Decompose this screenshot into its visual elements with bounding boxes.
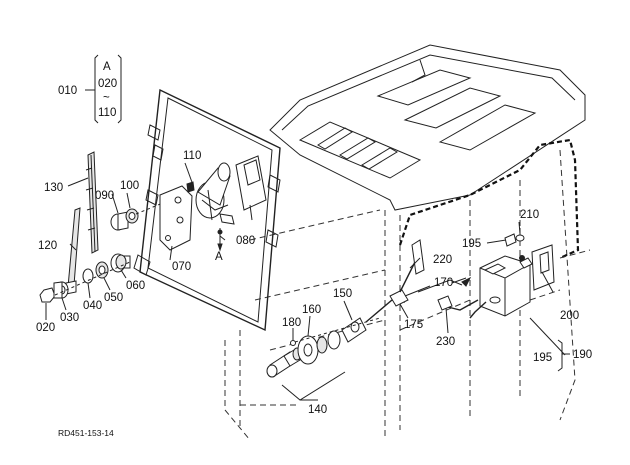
callout-080: 080 [236,235,255,247]
callout-210: 210 [520,209,539,221]
callout-180: 180 [282,317,301,329]
callout-a-top: A [103,61,111,73]
callout-020: 020 [36,322,55,334]
callout-230: 230 [436,336,455,348]
callout-100: 100 [120,180,139,192]
callout-090: 090 [95,190,114,202]
callout-200: 200 [560,310,579,322]
cab-frame [224,44,591,441]
callout-tilde: ~ [103,92,110,104]
callout-175: 175 [404,319,423,331]
callout-110: 110 [183,150,201,162]
arm-hardware [39,253,131,303]
front-window-frame [133,88,281,332]
callout-195: 195 [533,352,552,364]
pivot-cap [110,199,171,231]
callout-170: 170 [434,277,453,289]
callout-140: 140 [308,404,327,416]
callout-130: 130 [44,182,63,194]
callout-a: A [215,251,223,263]
wiper-arm [65,207,81,295]
callout-030: 030 [60,312,79,324]
motor-bracket [159,181,195,251]
callout-160: 160 [302,304,321,316]
callout-040: 040 [83,300,102,312]
callout-150: 150 [333,288,352,300]
callout-110-top: 110 [98,107,116,119]
callout-010: 010 [58,85,77,97]
wiper-relay [235,155,267,221]
washer-tank [469,228,555,319]
wiper-motor [195,162,235,246]
leader-lines [45,54,570,401]
callout-195-top: 195 [462,238,481,250]
washer-hose [365,239,479,323]
washer-nozzle [266,317,381,378]
callout-120: 120 [38,240,57,252]
reference-code: RD451-153-14 [58,428,114,438]
wiper-blade [85,151,99,254]
callout-060: 060 [126,280,145,292]
callout-190: 190 [573,349,592,361]
callout-020-top: 020 [98,78,117,90]
callout-070: 070 [172,261,191,273]
callout-220: 220 [433,254,452,266]
callout-050: 050 [104,292,123,304]
callouts: 010 A 020 ~ 110 110 130 090 100 120 080 … [36,61,592,438]
